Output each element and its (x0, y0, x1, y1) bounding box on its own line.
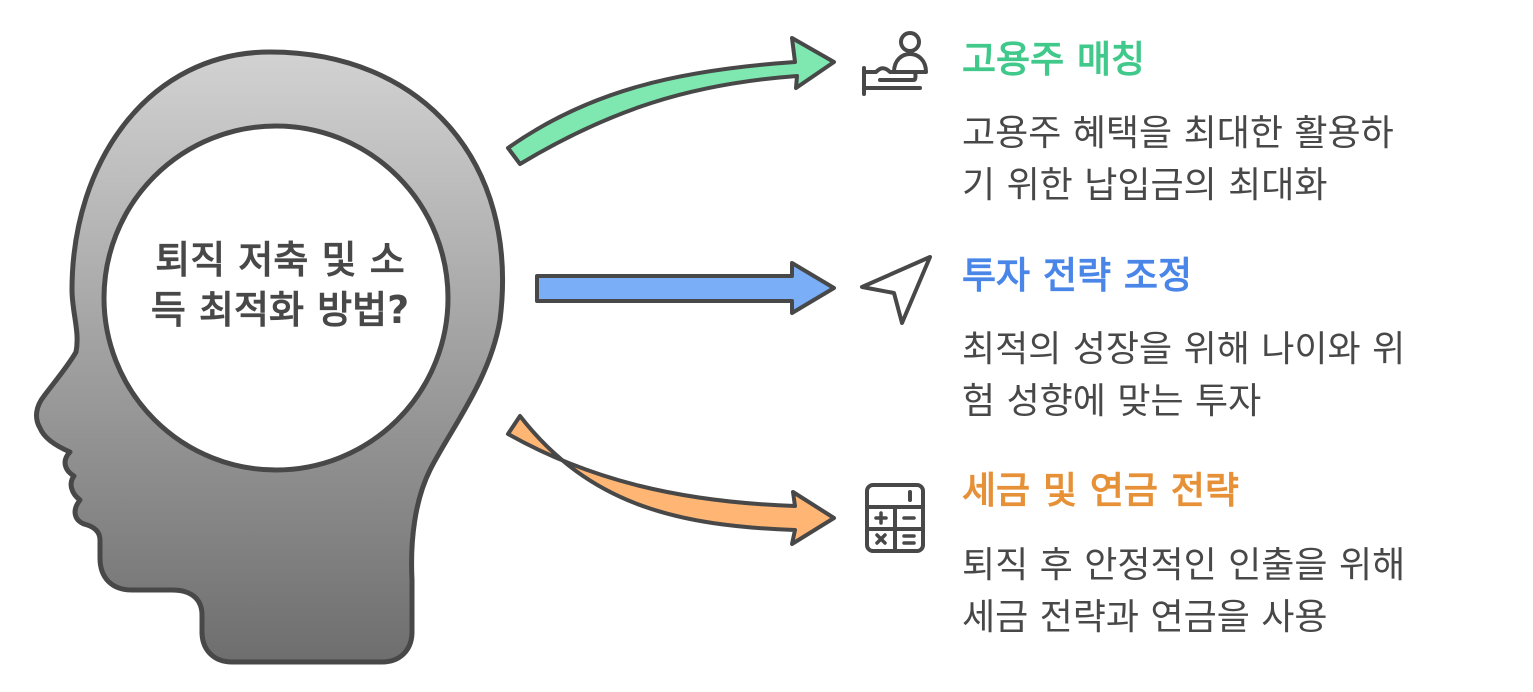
branch-desc-employer-match: 고용주 혜택을 최대한 활용하 기 위한 납입금의 최대화 (962, 108, 1492, 212)
branch-desc-line: 기 위한 납입금의 최대화 (962, 165, 1328, 206)
center-question: 퇴직 저축 및 소 득 최적화 방법? (110, 235, 450, 335)
branch-desc-line: 퇴직 후 안정적인 인출을 위해 (962, 545, 1406, 586)
branch-desc-tax-pension: 퇴직 후 안정적인 인출을 위해 세금 전략과 연금을 사용 (962, 540, 1492, 644)
branch-title-employer-match: 고용주 매칭 (962, 38, 1146, 81)
arrow-employer-match (506, 36, 836, 166)
arrow-investment (535, 261, 836, 315)
branch-desc-line: 최적의 성장을 위해 나이와 위 (962, 329, 1406, 370)
center-question-line1: 퇴직 저축 및 소 (155, 238, 405, 282)
branch-desc-line: 험 성향에 맞는 투자 (962, 381, 1262, 422)
branch-desc-investment: 최적의 성장을 위해 나이와 위 험 성향에 맞는 투자 (962, 324, 1492, 428)
branch-desc-line: 고용주 혜택을 최대한 활용하 (962, 113, 1394, 154)
arrow-tax-pension (506, 414, 836, 546)
calculator-icon (865, 483, 925, 553)
navigation-arrow-icon (860, 255, 932, 325)
branch-title-investment: 투자 전략 조정 (962, 254, 1193, 297)
branch-title-tax-pension: 세금 및 연금 전략 (962, 469, 1239, 512)
thought-circle (101, 123, 451, 473)
center-question-line2: 득 최적화 방법? (150, 288, 410, 332)
hand-person-icon (862, 31, 928, 96)
branch-desc-line: 세금 전략과 연금을 사용 (962, 597, 1328, 638)
